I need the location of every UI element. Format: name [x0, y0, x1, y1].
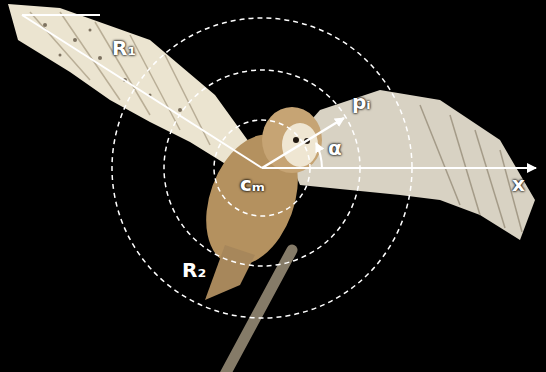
symbol-label: R₂: [182, 258, 206, 282]
symbol-label: α: [328, 136, 342, 160]
symbol-label: x: [512, 172, 525, 196]
x-axis: [262, 167, 536, 169]
left-wing: [8, 4, 262, 168]
owl-eye: [293, 137, 299, 143]
angle-arc: [316, 143, 322, 168]
wing-spots: [43, 23, 182, 112]
symbol-label: R₁: [112, 36, 136, 60]
symbol-label: pᵢ: [352, 90, 371, 114]
point-vector: [262, 118, 344, 168]
radius-lines: [22, 15, 262, 168]
owl-tail: [205, 245, 255, 300]
symbol-label: cₘ: [240, 172, 265, 196]
right-wing: [285, 90, 535, 240]
